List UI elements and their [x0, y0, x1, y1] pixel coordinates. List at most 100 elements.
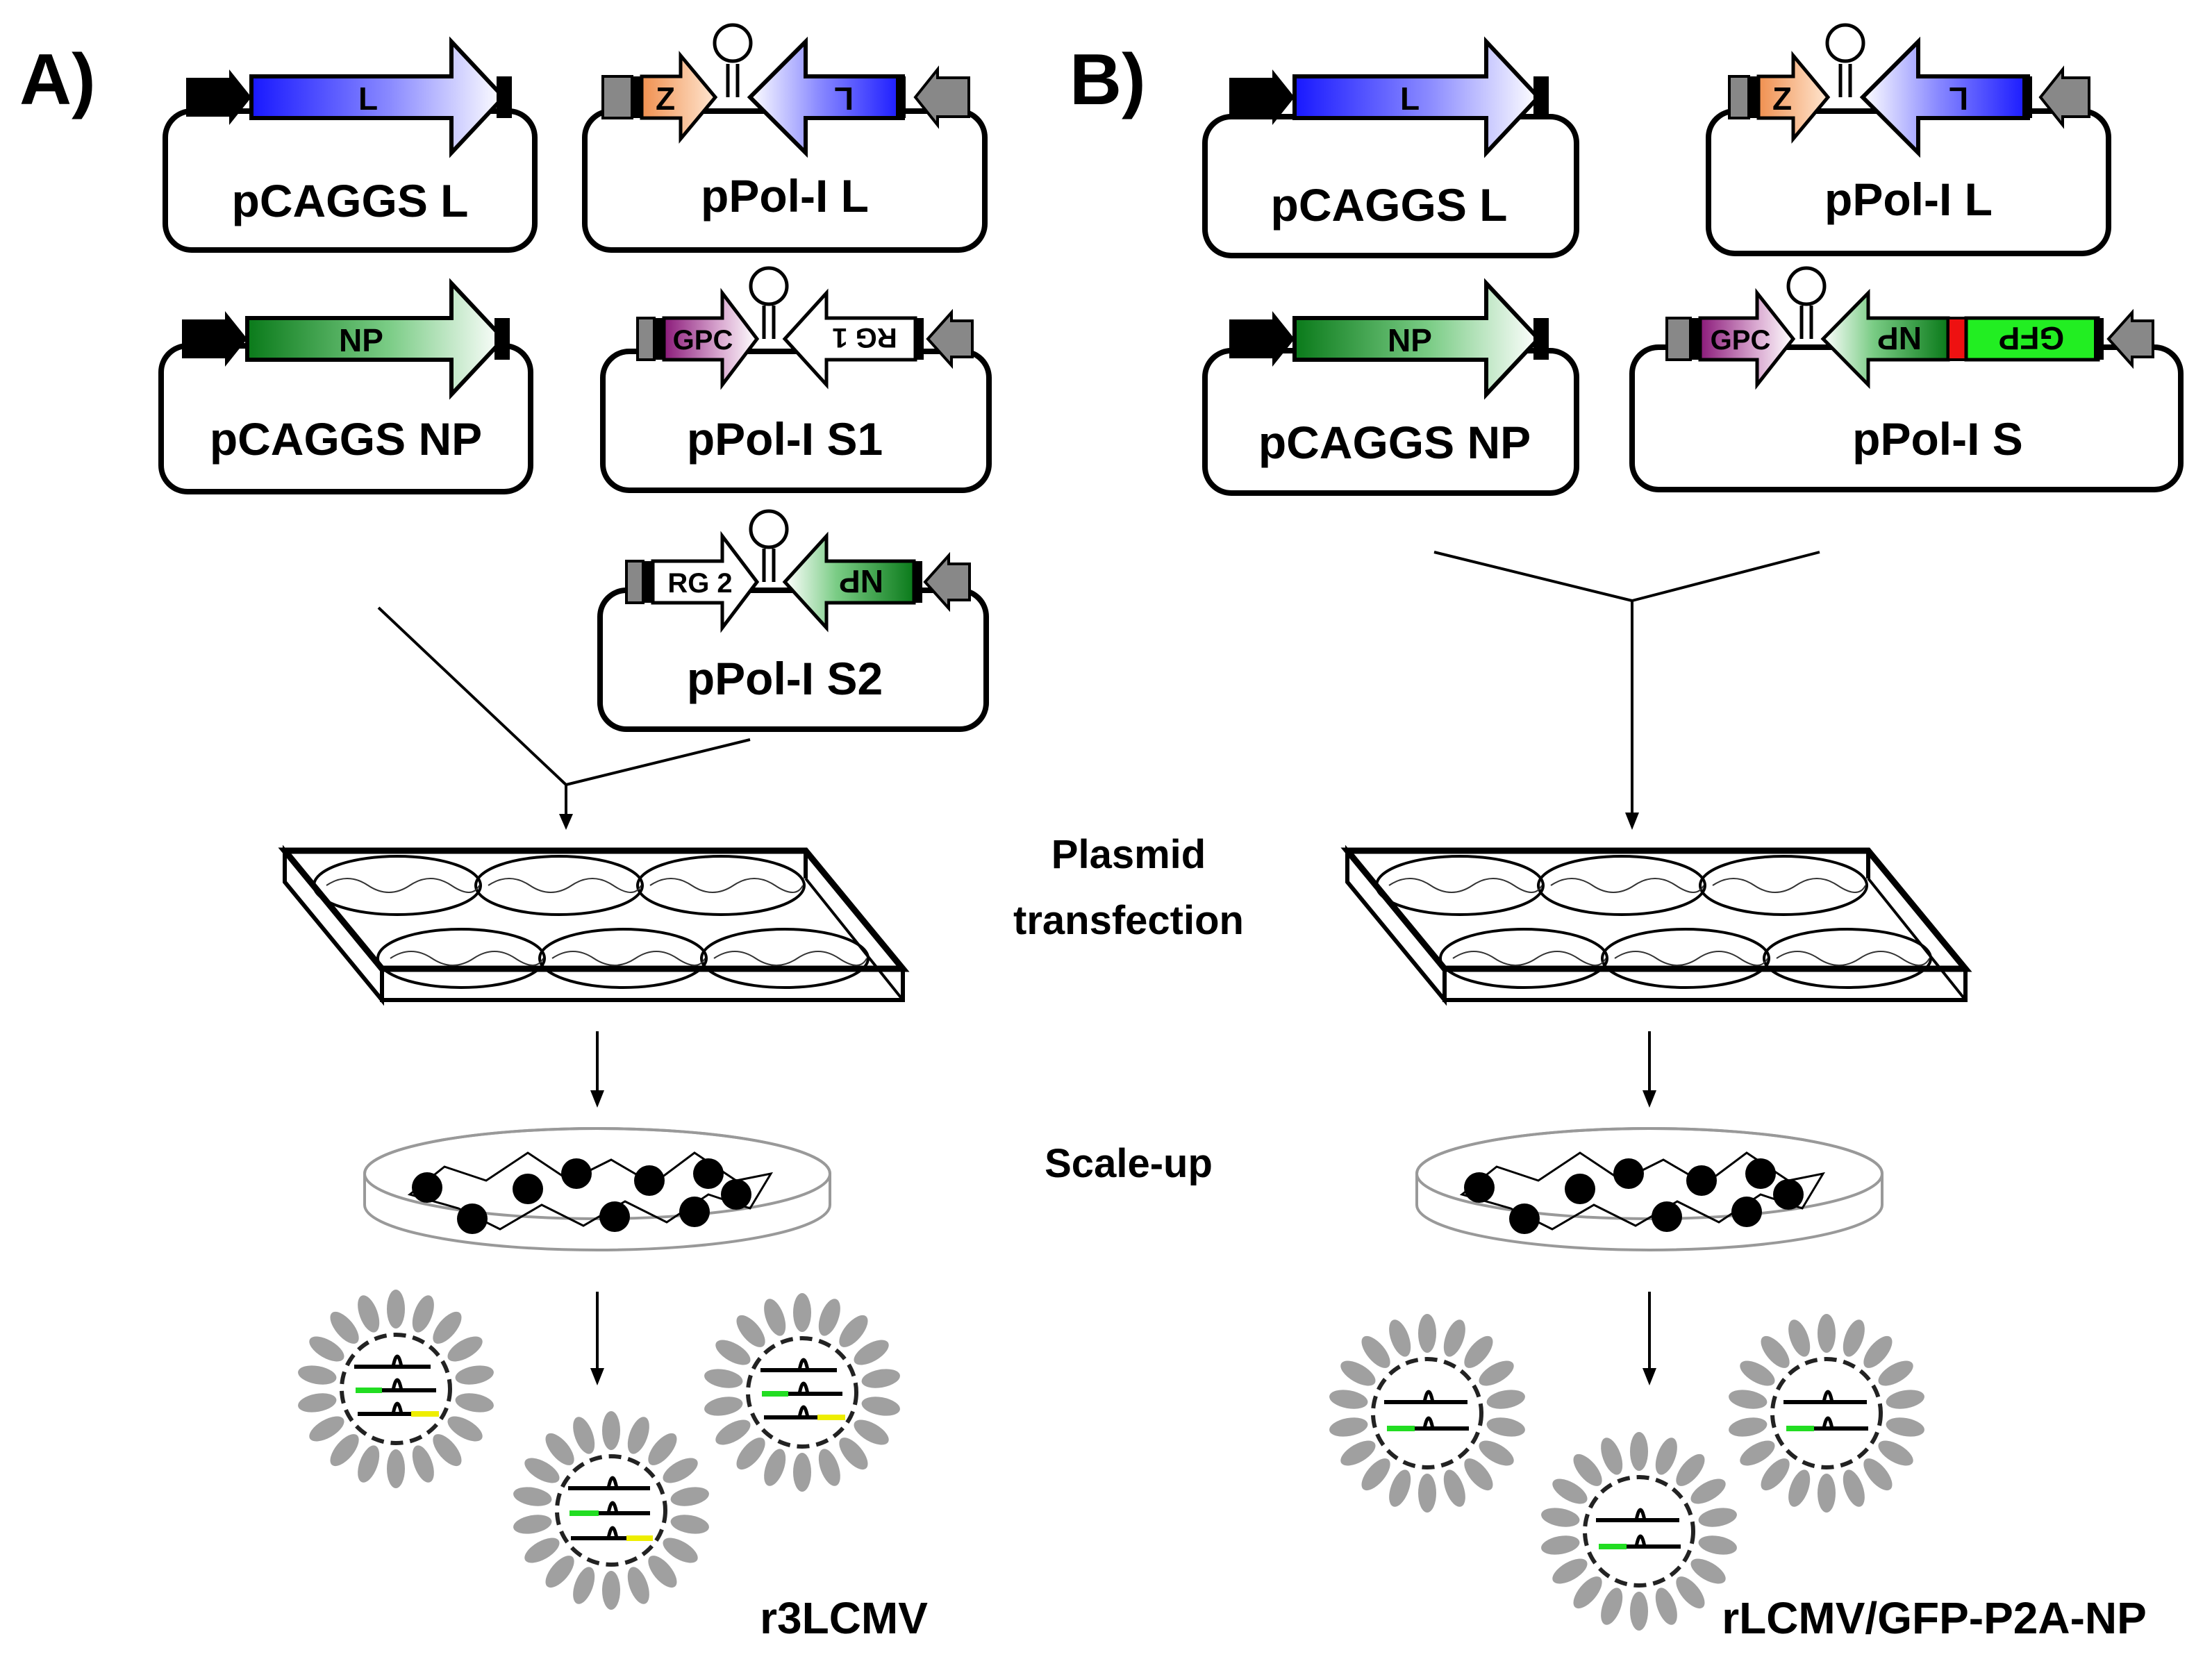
virion-b-1 [1329, 1314, 1525, 1513]
gene-label-np: NP [1877, 320, 1922, 356]
glycoprotein-spike [1655, 1438, 1677, 1475]
glycoprotein-spike [1601, 1438, 1623, 1475]
glycoprotein-spike [1340, 1360, 1376, 1386]
glycoprotein-spike [704, 1397, 743, 1416]
plasmid-a-pcaggs-l: L pCAGGS L [163, 36, 538, 253]
glycoprotein-spike [627, 1417, 649, 1454]
gene-rg2-arrow [651, 531, 760, 633]
glycoprotein-spike [330, 1311, 359, 1344]
pol1-terminator-arrow [2038, 65, 2090, 129]
virion-b-2 [1541, 1432, 1737, 1631]
glycoprotein-spike [1863, 1335, 1893, 1368]
gene-label-np: NP [1388, 322, 1432, 358]
glycoprotein-spike [1878, 1360, 1913, 1386]
glycoprotein-spike [1698, 1535, 1737, 1555]
terminator [497, 76, 512, 118]
glycoprotein-spike [1552, 1558, 1588, 1584]
glycoprotein-spike [1698, 1508, 1737, 1527]
glycoprotein-spike [1486, 1390, 1525, 1409]
glycoprotein-spike [854, 1340, 889, 1365]
arrowhead [1643, 1090, 1656, 1108]
gene-np-arrow [1292, 278, 1542, 400]
glycoprotein-spike [433, 1311, 462, 1344]
glycoprotein-spike [1740, 1440, 1775, 1466]
terminator [494, 318, 510, 360]
plasmid-label: pPol-I L [701, 170, 869, 222]
glycoprotein-spike [1740, 1360, 1775, 1386]
pol1-promoter [625, 560, 645, 604]
glycoprotein-spike [1486, 1417, 1525, 1437]
pol1-promoter [1728, 75, 1750, 119]
glycoprotein-spike [1329, 1417, 1368, 1437]
gene-l-arrow [1859, 36, 2030, 158]
glycoprotein-spike [861, 1397, 900, 1416]
glycoprotein-spike [1479, 1360, 1514, 1386]
gene-gfp-box [1964, 316, 2100, 362]
igr-hairpin [749, 509, 789, 582]
glycoprotein-spike [1843, 1319, 1865, 1357]
glycoprotein-spike [1541, 1508, 1580, 1527]
plasmid-a-ppol-s2: RG 2 NP pPol-I S2 [597, 509, 989, 732]
terminator [1533, 76, 1549, 118]
glycoprotein-spike [764, 1449, 786, 1486]
glycoprotein-spike [1418, 1314, 1436, 1353]
plasmid-label: pCAGGS NP [1258, 417, 1531, 468]
plasmid-label: pCAGGS L [232, 175, 469, 226]
plasmid-a-pcaggs-np: NP pCAGGS NP [158, 278, 533, 494]
glycoprotein-spike [648, 1556, 677, 1588]
glycoprotein-spike [1601, 1588, 1623, 1625]
glycoprotein-spike [1443, 1319, 1465, 1357]
glycoprotein-spike [1361, 1458, 1390, 1491]
plasmid-a-ppol-s1: GPC RG 1 pPol-I S1 [600, 266, 992, 493]
culture-dish-a [363, 1127, 831, 1251]
plasmid-label: pPol-I S [1852, 413, 2023, 465]
glycoprotein-spike [715, 1419, 751, 1445]
pol1-terminator-arrow [923, 551, 971, 613]
well-plate-a [278, 844, 910, 1006]
converge-lines-b [1433, 551, 1820, 830]
glycoprotein-spike [1690, 1558, 1726, 1584]
gene-label-l: L [358, 81, 378, 117]
glycoprotein-spike [764, 1299, 786, 1336]
plasmid-b-pcaggs-l: L pCAGGS L [1202, 36, 1579, 258]
glycoprotein-spike [298, 1393, 337, 1413]
gene-l-arrow [747, 36, 905, 158]
glycoprotein-spike [1818, 1474, 1836, 1513]
glycoprotein-spike [818, 1449, 840, 1486]
gene-label-z: Z [1772, 81, 1792, 117]
gene-label-gpc: GPC [673, 325, 733, 356]
glycoprotein-spike [1443, 1469, 1465, 1507]
pol1-promoter [636, 317, 656, 361]
pol1-promoter [1665, 317, 1692, 361]
glycoprotein-spike [1389, 1319, 1411, 1357]
glycoprotein-spike [358, 1295, 380, 1333]
glycoprotein-spike [1761, 1335, 1790, 1368]
glycoprotein-spike [839, 1438, 868, 1470]
glycoprotein-spike [1630, 1592, 1648, 1631]
glycoprotein-spike [447, 1416, 483, 1442]
glycoprotein-spike [433, 1434, 462, 1467]
glycoprotein-spike [1655, 1588, 1677, 1625]
glycoprotein-spike [455, 1393, 494, 1413]
promoter-arrow [182, 311, 247, 367]
glycoprotein-spike [545, 1433, 574, 1465]
glycoprotein-spike [854, 1419, 889, 1445]
glycoprotein-spike [1552, 1478, 1588, 1504]
glycoprotein-spike [298, 1365, 337, 1385]
glycoprotein-spike [387, 1290, 405, 1328]
glycoprotein-spike [602, 1411, 620, 1450]
gene-np-arrow [1820, 288, 1950, 390]
arrowhead [1643, 1368, 1656, 1385]
glycoprotein-spike [1541, 1535, 1580, 1555]
step-label-scaleup: Scale-up [1045, 1141, 1213, 1186]
plasmid-label: pPol-I S2 [687, 653, 883, 704]
virus-label-a: r3LCMV [760, 1593, 928, 1643]
step-label-transfection-2: transfection [1013, 898, 1244, 943]
gene-label-l: L [1949, 81, 1968, 117]
glycoprotein-spike [1886, 1417, 1924, 1437]
glycoprotein-spike [1340, 1440, 1376, 1466]
glycoprotein-spike [1418, 1474, 1436, 1513]
glycoprotein-spike [793, 1453, 811, 1492]
step-label-transfection-1: Plasmid [1051, 832, 1206, 877]
